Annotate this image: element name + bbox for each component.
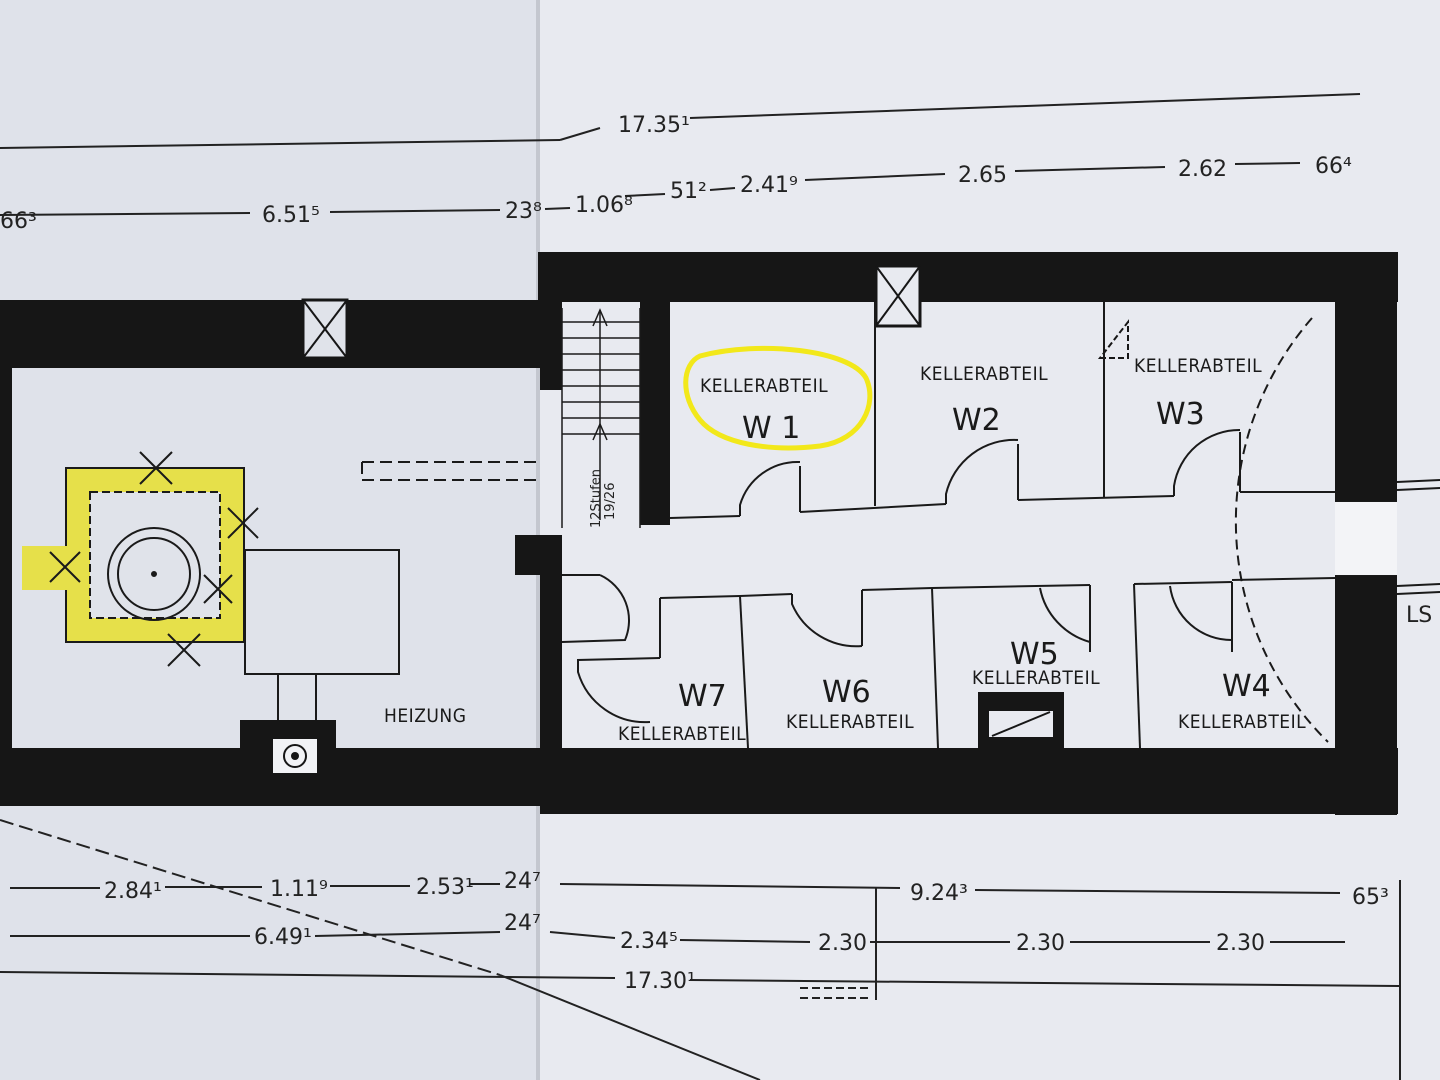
chimney xyxy=(22,451,259,667)
tank xyxy=(244,549,400,675)
dim-bottom1-3: 2.53¹ xyxy=(416,875,474,900)
dim-bottom-total: 17.30¹ xyxy=(624,969,696,994)
paper-right xyxy=(540,0,1440,1080)
room-label-w6: KELLERABTEIL xyxy=(786,711,914,733)
staircase xyxy=(561,308,641,528)
east-extension xyxy=(1396,479,1440,595)
dashed-opening xyxy=(361,461,540,481)
dim-bottom2-5: 2.30 xyxy=(1016,931,1065,956)
room-label-w3: KELLERABTEIL xyxy=(1134,355,1262,377)
dim-top-4: 1.06⁸ xyxy=(575,193,633,218)
target-icon xyxy=(271,737,319,775)
dim-bottom1-1: 2.84¹ xyxy=(104,879,162,904)
dim-bottom2-2: 24⁷ xyxy=(504,911,541,936)
dim-bottom1-6: 65³ xyxy=(1352,885,1389,910)
room-label-w7: KELLERABTEIL xyxy=(618,723,746,745)
dim-top-3: 23⁸ xyxy=(505,199,542,224)
room-code-w5: W5 xyxy=(1010,637,1059,672)
bottom-dimension-lines xyxy=(0,819,1401,1080)
walls xyxy=(0,252,1398,815)
room-code-w6: W6 xyxy=(822,675,871,710)
dim-top-5: 51² xyxy=(670,179,707,204)
room-code-w7: W7 xyxy=(678,679,727,714)
vent-shaft-icon xyxy=(1097,319,1129,359)
room-code-w4: W4 xyxy=(1222,669,1271,704)
dim-bottom2-1: 6.49¹ xyxy=(254,925,312,950)
dim-bottom2-4: 2.30 xyxy=(818,931,867,956)
dim-bottom1-5: 9.24³ xyxy=(910,881,968,906)
top-dimension-lines xyxy=(0,93,1361,216)
flue-diagonal xyxy=(991,711,1051,737)
vent-shaft-icon xyxy=(301,298,349,360)
dim-bottom2-3: 2.34⁵ xyxy=(620,929,678,954)
room-label-w2: KELLERABTEIL xyxy=(920,363,1048,385)
room-label-w1: KELLERABTEIL xyxy=(700,375,828,397)
room-code-w2: W2 xyxy=(952,403,1001,438)
dim-top-6: 2.41⁹ xyxy=(740,173,798,198)
dim-top-8: 2.62 xyxy=(1178,157,1227,182)
boiler-icon xyxy=(107,527,201,621)
highlight-ring xyxy=(683,345,873,451)
room-code-w1: W 1 xyxy=(742,411,800,446)
stairs-label: 12Stufen xyxy=(589,469,604,528)
room-label-w5: KELLERABTEIL xyxy=(972,667,1100,689)
room-label-w4: KELLERABTEIL xyxy=(1178,711,1306,733)
vent-shaft-icon xyxy=(874,264,922,328)
dim-bottom1-2: 1.11⁹ xyxy=(270,877,328,902)
east-opening xyxy=(1335,502,1397,575)
dim-top-1: 66³ xyxy=(0,209,37,234)
dim-bottom2-6: 2.30 xyxy=(1216,931,1265,956)
stairs-ratio: 19/26 xyxy=(603,483,618,520)
dim-top-9: 66⁴ xyxy=(1315,154,1352,179)
edge-label-ls: LS xyxy=(1406,603,1432,628)
pipe-connector xyxy=(277,673,317,727)
room-code-w3: W3 xyxy=(1156,397,1205,432)
dim-top-total: 17.35¹ xyxy=(618,113,690,138)
dim-top-7: 2.65 xyxy=(958,163,1007,188)
room-label-heizung: HEIZUNG xyxy=(384,705,466,727)
dim-top-2: 6.51⁵ xyxy=(262,203,320,228)
dim-bottom1-4: 24⁷ xyxy=(504,869,541,894)
